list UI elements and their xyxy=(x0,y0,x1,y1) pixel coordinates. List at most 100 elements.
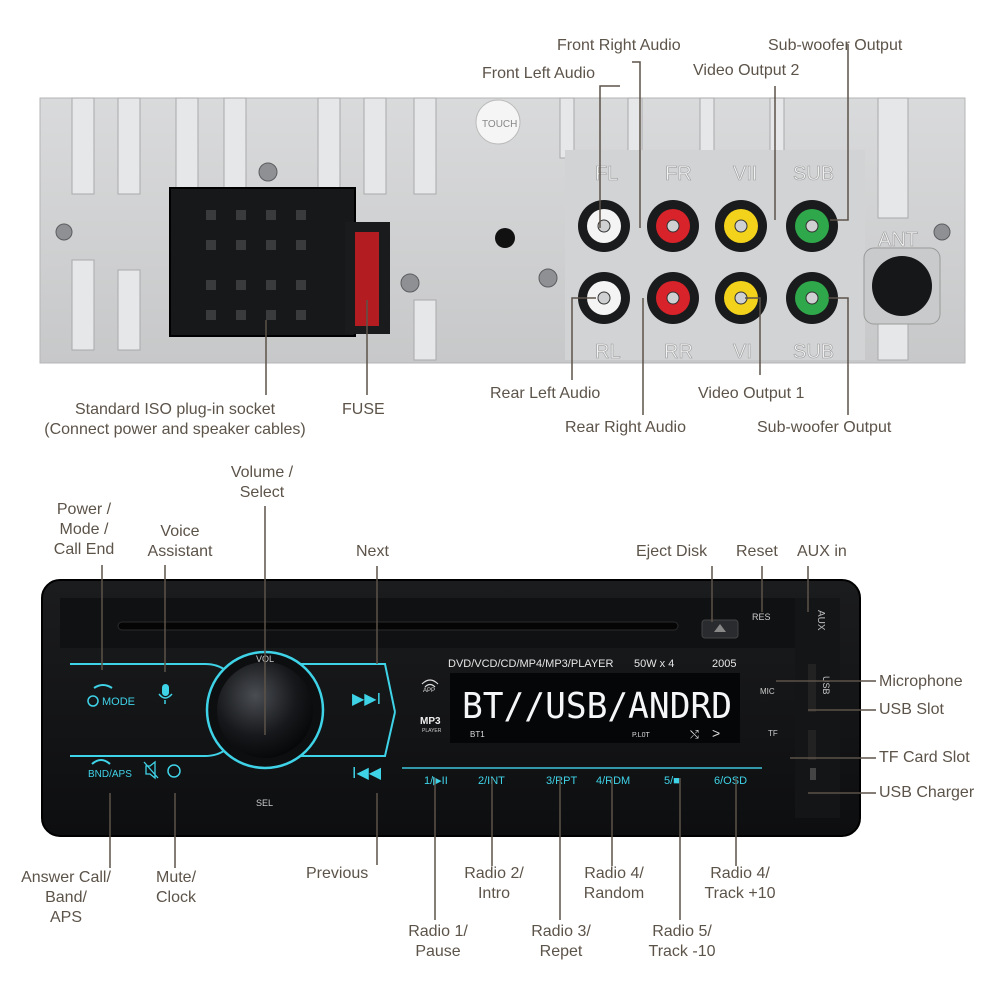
front-panel: VOL SEL MODE BND/APS ▶▶I I◀◀ DVD/VCD/CD/… xyxy=(41,579,861,837)
power-icon xyxy=(87,695,99,707)
mark-ant: ANT xyxy=(878,229,918,251)
preset-button-3[interactable]: 3/RPT xyxy=(546,775,577,787)
rca-jack-pin xyxy=(805,219,819,233)
lcd-sub-left: BT1 xyxy=(470,730,485,739)
mute-icon xyxy=(143,760,159,780)
label-reset: Reset xyxy=(736,543,778,560)
power-line: 50W x 4 xyxy=(634,658,674,670)
res-label: RES xyxy=(752,612,771,622)
aux-label: AUX xyxy=(815,610,826,631)
label-radio1-pause: Radio 1/ Pause xyxy=(408,923,468,960)
rca-jack-pin xyxy=(597,219,611,233)
label-answer-call-band-aps: Answer Call/ Band/ APS xyxy=(21,869,111,926)
antenna-socket xyxy=(872,256,932,316)
mp3-badge: MP3 xyxy=(420,716,441,727)
next-icon[interactable]: ▶▶I xyxy=(352,691,381,708)
label-previous: Previous xyxy=(306,865,369,882)
iso-socket-pins xyxy=(206,210,306,320)
wifi-icon xyxy=(421,679,439,688)
mark-fr: FR xyxy=(665,163,692,185)
rca-jack-pin xyxy=(666,291,680,305)
mic-icon-base xyxy=(158,693,173,704)
app-label: APP xyxy=(423,688,435,694)
label-eject-disk: Eject Disk xyxy=(636,543,708,560)
label-next: Next xyxy=(356,543,389,560)
model-line: DVD/VCD/CD/MP4/MP3/PLAYER xyxy=(448,658,614,670)
label-radio5-track: Radio 5/ Track -10 xyxy=(648,923,716,960)
mark-rl: RL xyxy=(595,341,621,363)
rca-jack-pin xyxy=(805,291,819,305)
front-leader-lines xyxy=(101,506,876,920)
preset-button-6[interactable]: 6/OSD xyxy=(714,775,747,787)
mark-sub-bottom: SUB xyxy=(793,341,834,363)
cooling-fins xyxy=(71,97,909,361)
label-usb-charger: USB Charger xyxy=(879,784,975,801)
sticker-text: TOUCH xyxy=(482,119,517,130)
label-radio4-random: Radio 4/ Random xyxy=(583,865,645,902)
label-front-left-audio: Front Left Audio xyxy=(482,65,595,82)
sel-label: SEL xyxy=(256,798,273,808)
label-power-mode-call-end: Power / Mode / Call End xyxy=(53,501,115,558)
label-front-right-audio: Front Right Audio xyxy=(557,37,681,54)
mp3-badge-sub: PLAYER xyxy=(422,728,442,734)
lcd-text: BT//USB/ANDRD xyxy=(462,686,732,727)
tf-card-slot[interactable] xyxy=(808,730,816,760)
preset-button-1[interactable]: 1/▶II xyxy=(424,775,448,787)
label-microphone: Microphone xyxy=(879,673,963,690)
label-volume-select: Volume / Select xyxy=(230,464,294,501)
bnd-aps-button[interactable]: BND/APS xyxy=(88,769,132,780)
lcd-screen xyxy=(450,673,740,743)
rca-jack-pin xyxy=(734,219,748,233)
rear-leader-lines xyxy=(265,44,849,415)
call-end-icon xyxy=(93,684,113,689)
label-subwoofer-output-bottom: Sub-woofer Output xyxy=(757,419,892,436)
label-tf-card-slot: TF Card Slot xyxy=(879,749,970,766)
label-voice-assistant: Voice Assistant xyxy=(147,523,213,560)
label-subwoofer-output-top: Sub-woofer Output xyxy=(768,37,903,54)
chevron-right-icon: > xyxy=(712,725,720,741)
label-radio4-track: Radio 4/ Track +10 xyxy=(704,865,776,902)
shuffle-icon: ⤭ xyxy=(690,729,699,741)
label-rear-left-audio: Rear Left Audio xyxy=(490,385,601,402)
mark-v1: VI xyxy=(733,341,752,363)
mark-fl: FL xyxy=(595,163,618,185)
model-number: 2005 xyxy=(712,658,736,670)
label-mute-clock: Mute/ Clock xyxy=(155,869,197,906)
clock-icon[interactable] xyxy=(167,764,181,778)
mic-label: MIC xyxy=(760,687,775,696)
label-fuse: FUSE xyxy=(342,401,385,418)
iso-socket xyxy=(169,187,356,337)
label-usb-slot: USB Slot xyxy=(879,701,944,718)
answer-call-icon xyxy=(91,759,111,765)
mark-sub-top: SUB xyxy=(793,163,834,185)
label-video-output-2: Video Output 2 xyxy=(693,62,800,79)
label-radio2-intro: Radio 2/ Intro xyxy=(464,865,524,902)
usb-charger-port[interactable] xyxy=(810,768,816,780)
hole xyxy=(495,228,515,248)
rca-jack-pin xyxy=(597,291,611,305)
preset-button-4[interactable]: 4/RDM xyxy=(596,775,630,787)
rear-panel: FL FR VII SUB RL RR VI SUB ANT TOUCH xyxy=(39,97,966,364)
eject-icon xyxy=(714,624,726,632)
rca-jack-pin xyxy=(666,219,680,233)
side-panel xyxy=(795,598,840,818)
tf-label: TF xyxy=(768,729,778,738)
lcd-sub-right: P.L0T xyxy=(632,732,650,739)
label-radio3-repet: Radio 3/ Repet xyxy=(531,923,591,960)
preset-button-5[interactable]: 5/■ xyxy=(664,775,680,787)
previous-icon[interactable]: I◀◀ xyxy=(352,765,382,782)
mark-v2: VII xyxy=(733,163,757,185)
usb-slot[interactable] xyxy=(808,664,816,712)
usb-label: USB xyxy=(821,676,831,695)
touch-sticker xyxy=(475,99,521,145)
disc-slot xyxy=(117,621,679,631)
label-rear-right-audio: Rear Right Audio xyxy=(565,419,686,436)
mic-icon[interactable] xyxy=(162,684,169,696)
label-video-output-1: Video Output 1 xyxy=(698,385,805,402)
rca-panel xyxy=(565,150,865,360)
mark-rr: RR xyxy=(664,341,693,363)
mode-button[interactable]: MODE xyxy=(102,696,135,708)
label-aux-in: AUX in xyxy=(797,543,847,560)
